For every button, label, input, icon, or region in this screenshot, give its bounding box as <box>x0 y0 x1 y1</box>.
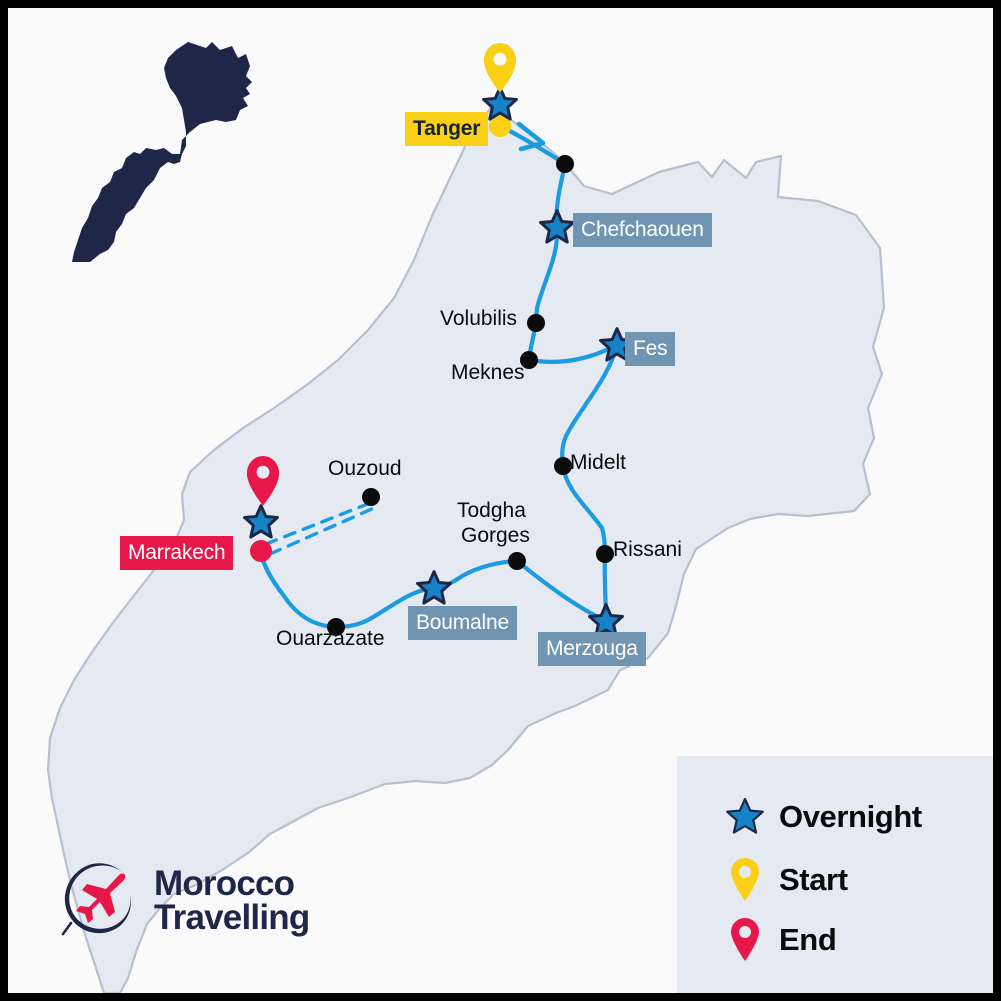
legend-row-end: End <box>719 917 837 963</box>
route-segment-ouarzazate-marrakech <box>258 548 339 630</box>
city-chip-marrakech[interactable]: Marrakech <box>120 536 234 570</box>
airplane-in-circle-icon <box>61 863 131 936</box>
overnight-star-tanger[interactable] <box>482 86 518 121</box>
city-chip-boumalne[interactable]: Boumalne <box>408 606 517 640</box>
city-dot-todgha-gorges[interactable] <box>508 552 526 570</box>
start-dot-tanger[interactable] <box>489 115 511 137</box>
brand-line-1: Morocco <box>154 863 295 903</box>
city-label-rissani[interactable]: Rissani <box>613 538 682 561</box>
city-dot-meknes[interactable] <box>520 351 538 369</box>
city-chip-merzouga[interactable]: Merzouga <box>538 632 646 666</box>
city-dot-midelt[interactable] <box>554 457 572 475</box>
legend-label-start: Start <box>779 862 848 897</box>
inset-country-shape <box>72 42 252 262</box>
city-label-ouzoud[interactable]: Ouzoud <box>328 457 402 480</box>
city-chip-fes[interactable]: Fes <box>625 332 676 366</box>
star-icon <box>719 795 771 839</box>
map-pin-icon <box>719 918 771 962</box>
morocco-route-map[interactable] <box>8 8 993 993</box>
brand-logo[interactable]: Morocco Travelling <box>60 860 310 942</box>
overnight-star-chefchaouen[interactable] <box>539 209 575 244</box>
city-label-volubilis[interactable]: Volubilis <box>440 307 518 330</box>
city-label-gorges[interactable]: Gorges <box>461 524 530 547</box>
city-label-ouarzazate[interactable]: Ouarzazate <box>276 627 385 650</box>
map-canvas: Tanger Chefchaouen Fes Marrakech Boumaln… <box>8 8 993 993</box>
brand-line-2: Travelling <box>154 898 310 937</box>
route-direction-arrow-icon <box>516 121 546 152</box>
end-dot-marrakech[interactable] <box>250 540 272 562</box>
route-dashed-marrakech-ouzoud-out <box>264 501 372 546</box>
city-label-todgha[interactable]: Todgha <box>457 499 526 522</box>
city-dot-rissani[interactable] <box>596 545 614 563</box>
map-legend: Overnight Start End <box>677 756 993 993</box>
route-segment-fes-midelt <box>560 342 620 469</box>
overnight-star-marrakech[interactable] <box>243 504 279 539</box>
legend-row-overnight: Overnight <box>719 794 922 840</box>
city-label-midelt[interactable]: Midelt <box>570 451 627 474</box>
overnight-star-boumalne[interactable] <box>416 570 452 605</box>
map-pin-icon <box>719 858 771 902</box>
legend-row-start: Start <box>719 857 848 903</box>
brand-wordmark: Morocco Travelling <box>154 863 310 937</box>
city-label-meknes[interactable]: Meknes <box>451 361 525 384</box>
city-chip-chefchaouen[interactable]: Chefchaouen <box>573 213 712 247</box>
legend-label-overnight: Overnight <box>779 799 922 834</box>
start-pin-tanger-icon[interactable] <box>483 43 517 93</box>
city-dot-ouarzazate[interactable] <box>327 618 345 636</box>
overnight-star-merzouga[interactable] <box>588 603 624 638</box>
morocco-country-inset <box>72 42 252 262</box>
city-dot-volubilis[interactable] <box>527 314 545 332</box>
city-dot-tetouan[interactable] <box>556 155 574 173</box>
route-dashed-ouzoud-marrakech-back <box>268 506 376 556</box>
legend-label-end: End <box>779 922 837 957</box>
end-pin-marrakech-icon[interactable] <box>246 456 280 506</box>
city-dot-ouzoud[interactable] <box>362 488 380 506</box>
city-chip-tanger[interactable]: Tanger <box>405 112 489 146</box>
